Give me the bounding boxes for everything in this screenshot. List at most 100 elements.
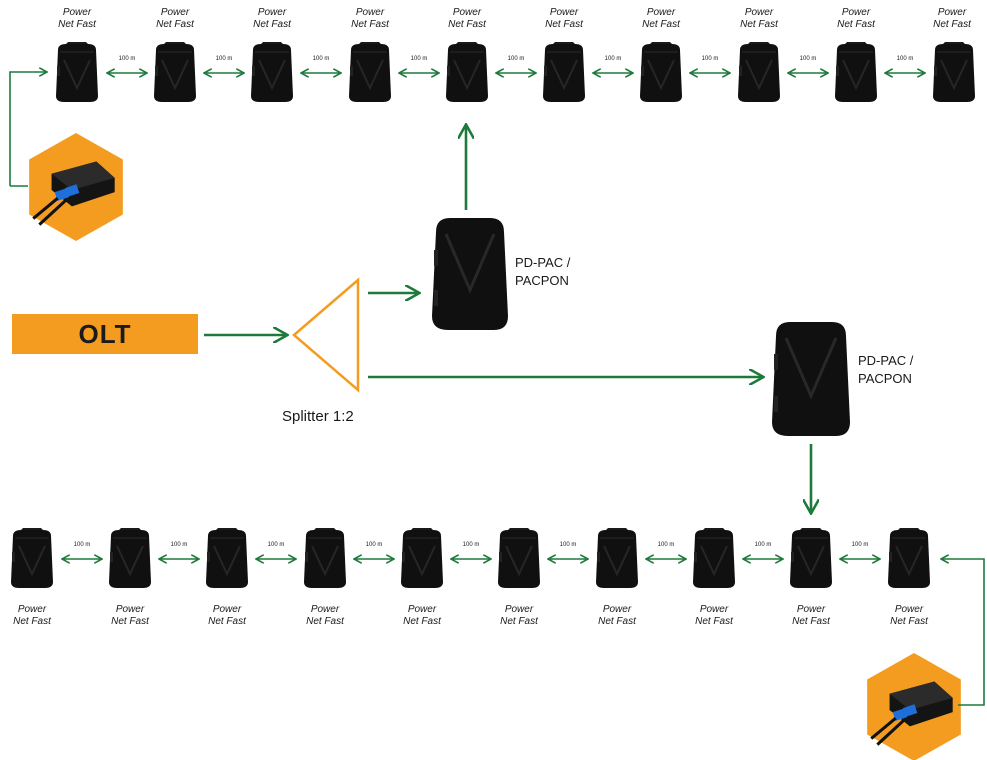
device-icon — [152, 40, 198, 104]
device-icon — [788, 526, 834, 590]
distance-label: 100 m — [896, 56, 914, 62]
pd-pac-top-line1: PD-PAC / — [515, 255, 571, 270]
device-label-line1: Power — [937, 7, 967, 18]
distance-label: 100 m — [365, 542, 383, 548]
bottom-device-row — [9, 526, 932, 590]
distance-label: 100 m — [267, 542, 285, 548]
device-label-line2: Net Fast — [695, 616, 733, 627]
splitter-triangle — [292, 277, 360, 393]
device-label-line2: Net Fast — [306, 616, 344, 627]
device-icon — [691, 526, 737, 590]
device-label-line1: Power — [407, 604, 437, 615]
distance-label: 100 m — [754, 542, 772, 548]
distance-label: 100 m — [799, 56, 817, 62]
device-label-line2: Net Fast — [111, 616, 149, 627]
device-label-line1: Power — [796, 604, 826, 615]
top-device-row — [54, 40, 977, 104]
device-label-line2: Net Fast — [837, 19, 875, 30]
device-icon — [886, 526, 932, 590]
device-icon — [594, 526, 640, 590]
poe-injector-icon — [865, 651, 963, 760]
device-label-line1: Power — [17, 604, 47, 615]
device-icon — [9, 526, 55, 590]
device-label-line1: Power — [62, 7, 92, 18]
device-label-line1: Power — [602, 604, 632, 615]
device-label-line1: Power — [504, 604, 534, 615]
device-label-line2: Net Fast — [933, 19, 971, 30]
device-icon — [107, 526, 153, 590]
device-label-line2: Net Fast — [208, 616, 246, 627]
olt-box: OLT — [12, 314, 198, 354]
distance-label: 100 m — [170, 542, 188, 548]
device-label-line2: Net Fast — [642, 19, 680, 30]
distance-label: 100 m — [701, 56, 719, 62]
device-label-line2: Net Fast — [351, 19, 389, 30]
device-icon — [496, 526, 542, 590]
device-label-line2: Net Fast — [792, 616, 830, 627]
poe-injector-icon — [27, 131, 125, 243]
device-label-line1: Power — [699, 604, 729, 615]
device-label-line1: Power — [894, 604, 924, 615]
device-label-line2: Net Fast — [545, 19, 583, 30]
device-label-line1: Power — [160, 7, 190, 18]
device-label-line1: Power — [452, 7, 482, 18]
distance-label: 100 m — [312, 56, 330, 62]
device-label-line2: Net Fast — [156, 19, 194, 30]
device-label-line1: Power — [355, 7, 385, 18]
pd-pac-right-device — [772, 322, 850, 436]
device-icon — [347, 40, 393, 104]
distance-label: 100 m — [657, 542, 675, 548]
injector-feed-line-bottom — [942, 559, 985, 706]
device-icon — [444, 40, 490, 104]
splitter-label: Splitter 1:2 — [282, 408, 354, 425]
distance-label: 100 m — [851, 542, 869, 548]
trunk-arrows — [204, 126, 811, 512]
device-label-line2: Net Fast — [403, 616, 441, 627]
device-icon — [541, 40, 587, 104]
distance-label: 100 m — [559, 542, 577, 548]
device-label-line1: Power — [841, 7, 871, 18]
device-label-line2: Net Fast — [253, 19, 291, 30]
device-label-line2: Net Fast — [58, 19, 96, 30]
device-icon — [302, 526, 348, 590]
device-icon — [54, 40, 100, 104]
pd-pac-top-device — [432, 218, 508, 330]
olt-label: OLT — [78, 318, 132, 349]
device-icon — [249, 40, 295, 104]
distance-label: 100 m — [507, 56, 525, 62]
distance-label: 100 m — [215, 56, 233, 62]
device-icon — [833, 40, 879, 104]
device-label-line1: Power — [646, 7, 676, 18]
distance-label: 100 m — [118, 56, 136, 62]
device-label-line2: Net Fast — [13, 616, 51, 627]
pd-pac-right-line2: PACPON — [858, 371, 912, 386]
device-label-line2: Net Fast — [500, 616, 538, 627]
device-label-line1: Power — [257, 7, 287, 18]
device-icon — [399, 526, 445, 590]
device-label-line1: Power — [744, 7, 774, 18]
device-label-line2: Net Fast — [890, 616, 928, 627]
device-label-line2: Net Fast — [598, 616, 636, 627]
injector-feed-line-top — [9, 72, 46, 186]
